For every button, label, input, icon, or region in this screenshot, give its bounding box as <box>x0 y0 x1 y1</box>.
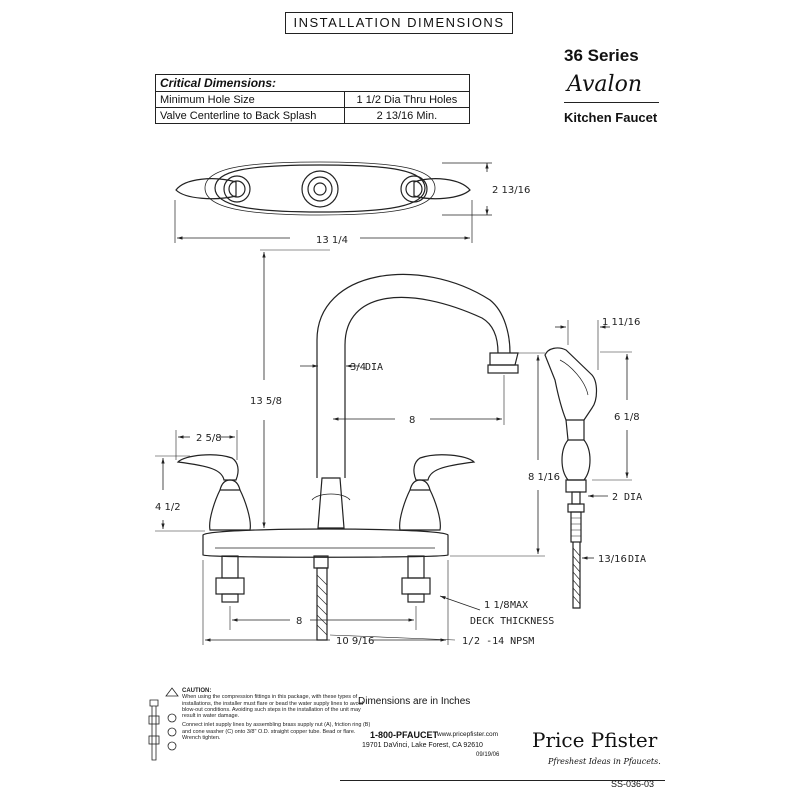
top-view <box>174 161 492 243</box>
units-note: Dimensions are in Inches <box>358 696 471 707</box>
dimension-lines <box>155 249 632 645</box>
dim-faucet-height: 8 1/16 <box>528 472 560 483</box>
connect-text: Connect inlet supply lines by assembling… <box>182 722 371 742</box>
dim-overall-width: 10 9/16 <box>336 636 374 647</box>
caution-text: When using the compression fittings in t… <box>182 694 363 720</box>
dim-handle-height: 4 1/2 <box>155 502 181 513</box>
company-tagline: Pfreshest Ideas in Pfaucets. <box>548 757 661 766</box>
product-type: Kitchen Faucet <box>564 110 658 125</box>
revision-date: 09/19/06 <box>476 752 500 758</box>
address: 19701 DaVinci, Lake Forest, CA 92610 <box>362 742 483 749</box>
dim-spout-dia-label: DIA <box>365 362 383 373</box>
dim-deck-thickness: DECK THICKNESS <box>470 616 554 627</box>
footer-divider <box>340 780 665 781</box>
dim-spout-dia: 3/4 <box>350 362 366 373</box>
table-row: Valve Centerline to Back Splash 2 13/16 … <box>155 107 471 124</box>
row-label: Minimum Hole Size <box>155 91 345 108</box>
row-label: Valve Centerline to Back Splash <box>155 107 345 124</box>
dim-sprayer-height: 6 1/8 <box>614 412 640 423</box>
dim-top-depth: 2 13/16 <box>492 185 530 196</box>
document-number: SS-036-03 <box>611 779 655 789</box>
dim-npsm: 1/2 -14 NPSM <box>462 636 534 647</box>
table-row: Minimum Hole Size 1 1/2 Dia Thru Holes <box>155 91 471 108</box>
company-logo: Price Pfister <box>532 728 658 752</box>
dim-hose-dia: 13/16 <box>598 554 627 565</box>
dim-sprayer-width: 1 11/16 <box>602 317 640 328</box>
sprayer <box>544 347 598 609</box>
website: www.pricepfister.com <box>437 731 499 738</box>
supply-nut-icon <box>148 687 179 761</box>
dim-max-deck: 1 1/8 <box>484 600 510 611</box>
brand-logo: Avalon <box>567 72 642 97</box>
dim-spout-reach: 8 <box>409 415 415 426</box>
series-title: 36 Series <box>564 46 639 65</box>
caution-note: CAUTION: When using the compression fitt… <box>182 688 372 784</box>
critical-dimensions-table: Critical Dimensions: Minimum Hole Size 1… <box>155 74 471 124</box>
row-value: 2 13/16 Min. <box>343 107 471 124</box>
section-banner: INSTALLATION DIMENSIONS <box>285 12 513 34</box>
brand-underline <box>564 102 659 103</box>
front-view <box>176 273 519 641</box>
dim-spout-height: 13 5/8 <box>250 396 282 407</box>
dim-top-width: 13 1/4 <box>316 235 348 246</box>
dim-handle-width: 2 5/8 <box>196 433 222 444</box>
dim-sprayer-dia: 2 DIA <box>612 492 642 503</box>
dim-hose-dia-label: DIA <box>628 554 646 565</box>
dim-max-label: MAX <box>510 600 528 611</box>
caution-title: CAUTION: <box>182 688 212 694</box>
phone-number: 1-800-PFAUCET <box>370 730 439 740</box>
dim-center-spacing: 8 <box>296 616 302 627</box>
